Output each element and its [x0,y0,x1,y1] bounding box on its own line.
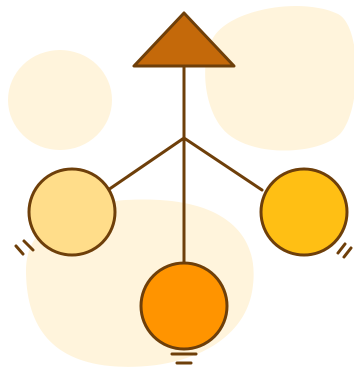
background-blob-small [8,50,112,150]
light-yellow-circle-icon [29,169,115,255]
amber-circle-icon [261,169,347,255]
motion-mark-right-1 [338,244,345,253]
motion-mark-right-2 [344,248,351,257]
connector-right [184,138,262,190]
motion-mark-left-1 [16,246,23,254]
orange-circle-icon [141,263,227,349]
connector-left [108,138,184,190]
background-blob-large-right [205,6,354,151]
